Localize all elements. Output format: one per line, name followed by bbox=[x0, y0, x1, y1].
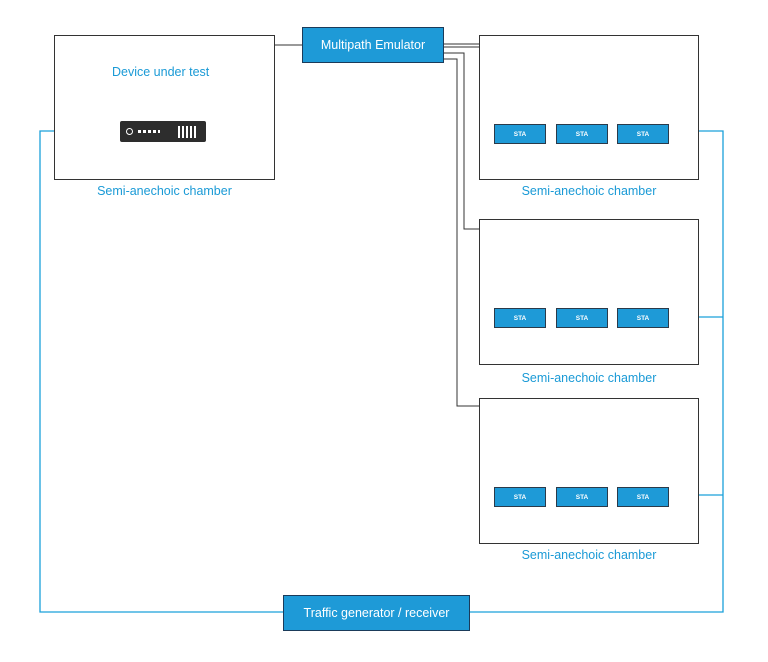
multipath-emulator: Multipath Emulator bbox=[302, 27, 444, 63]
sta-box-2-1: STA bbox=[494, 308, 546, 328]
status-leds-icon bbox=[138, 130, 160, 133]
sta-chamber-2 bbox=[479, 219, 699, 365]
sta-chamber-1 bbox=[479, 35, 699, 180]
dut-label: Device under test bbox=[112, 65, 210, 79]
sta-chamber-2-label: Semi-anechoic chamber bbox=[521, 371, 657, 385]
sta-box-2-3: STA bbox=[617, 308, 669, 328]
vent-slots-icon bbox=[178, 126, 198, 138]
sta-chamber-1-label: Semi-anechoic chamber bbox=[521, 184, 657, 198]
dut-device bbox=[120, 121, 206, 142]
dut-traffic-link bbox=[39, 130, 283, 613]
rf-link-chamber-3 bbox=[444, 58, 487, 407]
sta-box-3-1: STA bbox=[494, 487, 546, 507]
power-icon bbox=[126, 128, 133, 135]
sta-box-3-2: STA bbox=[556, 487, 608, 507]
sta-box-2-2: STA bbox=[556, 308, 608, 328]
rf-link-chamber-2 bbox=[444, 52, 487, 230]
dut-chamber bbox=[54, 35, 275, 180]
sta-box-3-3: STA bbox=[617, 487, 669, 507]
sta-box-1-2: STA bbox=[556, 124, 608, 144]
sta-chamber-3 bbox=[479, 398, 699, 544]
dut-chamber-label: Semi-anechoic chamber bbox=[97, 184, 232, 198]
sta-chamber-3-label: Semi-anechoic chamber bbox=[521, 548, 657, 562]
sta-box-1-1: STA bbox=[494, 124, 546, 144]
rf-links bbox=[272, 43, 487, 407]
sta-box-1-3: STA bbox=[617, 124, 669, 144]
traffic-generator-receiver: Traffic generator / receiver bbox=[283, 595, 470, 631]
